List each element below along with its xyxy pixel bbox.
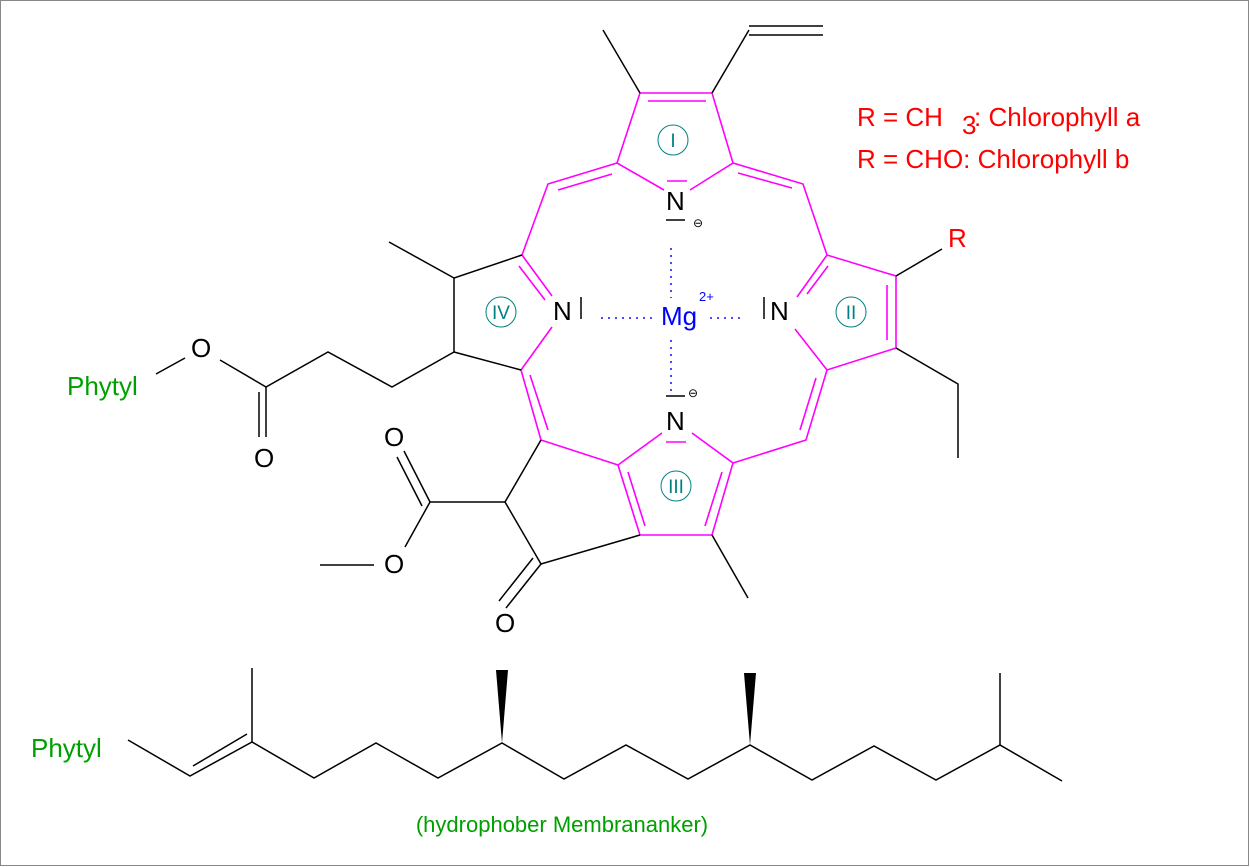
oxygen-methoxy: O	[384, 549, 404, 579]
phytyl-chain	[127, 668, 1063, 782]
nitrogen-right: N	[770, 296, 789, 326]
svg-text:III: III	[668, 477, 684, 498]
svg-text:II: II	[846, 303, 857, 324]
ring-label-ii: II	[835, 296, 867, 328]
svg-text:R = CH: R = CH	[857, 102, 943, 132]
pyrrole-ring-ii	[794, 248, 959, 458]
membrane-anchor-caption: (hydrophober Membrananker)	[416, 812, 708, 837]
legend-chlorophyll-a: R = CH 3 : Chlorophyll a	[857, 102, 1141, 140]
oxygen-ester-phytyl: O	[191, 333, 211, 363]
pyrrole-ring-iii	[617, 432, 749, 599]
vinyl-bond	[711, 29, 750, 94]
svg-text:: Chlorophyll a: : Chlorophyll a	[974, 102, 1141, 132]
ring-label-iii: III	[660, 470, 692, 502]
oxygen-carbonyl-ester: O	[384, 422, 404, 452]
nitrogen-top: N	[666, 186, 685, 216]
negative-charge-bottom: ⊖	[688, 386, 698, 400]
svg-text:I: I	[670, 131, 675, 152]
magnesium-charge: 2+	[699, 289, 714, 304]
ring-label-i: I	[657, 124, 689, 156]
r-substituent: R	[948, 223, 967, 253]
oxygen-ketone: O	[495, 608, 515, 638]
pyrrole-ring-iv	[155, 241, 553, 437]
wedge-bond	[744, 673, 756, 745]
phytyl-label-top: Phytyl	[67, 371, 138, 401]
svg-text:3: 3	[962, 110, 976, 140]
nitrogen-left: N	[553, 296, 572, 326]
ring-label-iv: IV	[485, 296, 517, 328]
pyrrole-ring-i	[602, 25, 823, 191]
magnesium-ion: Mg	[661, 301, 697, 331]
methyl-bond	[602, 29, 641, 94]
phytyl-label-bottom: Phytyl	[31, 733, 102, 763]
oxygen-carbonyl-propionate: O	[254, 443, 274, 473]
nitrogen-bottom: N	[666, 406, 685, 436]
negative-charge-top: ⊖	[693, 216, 703, 230]
cyclopentanone-ring	[320, 439, 641, 609]
legend-chlorophyll-b: R = CHO: Chlorophyll b	[857, 144, 1129, 174]
wedge-bond	[496, 670, 508, 743]
svg-text:IV: IV	[492, 303, 510, 324]
